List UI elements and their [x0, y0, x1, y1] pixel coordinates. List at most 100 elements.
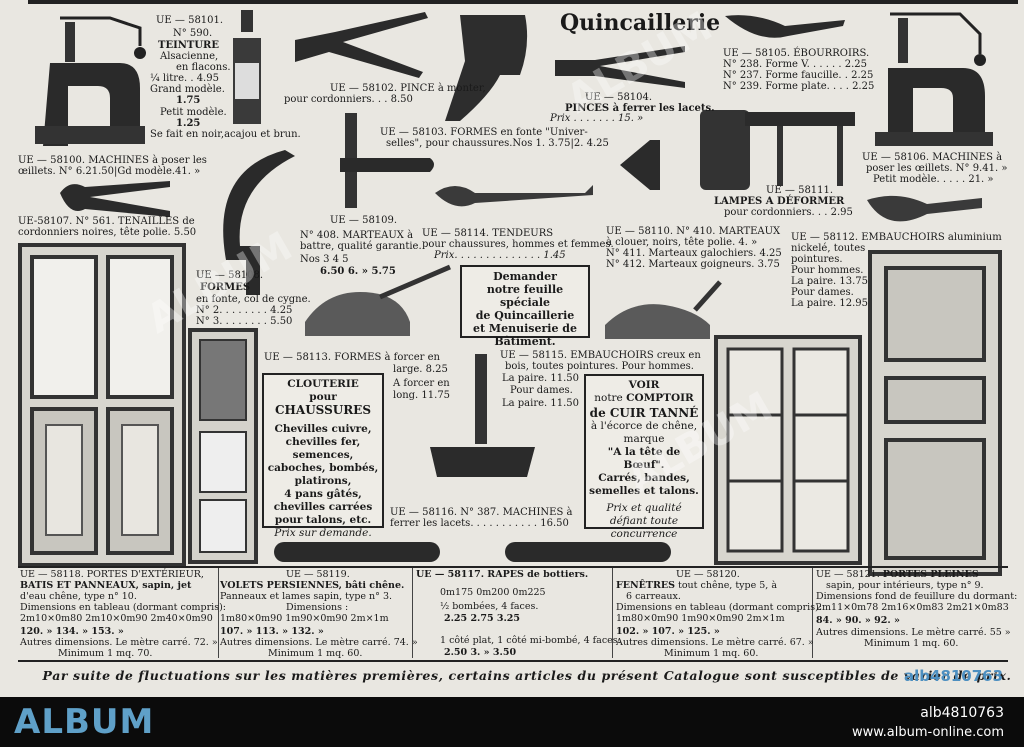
shoe-last-form-illustration — [445, 15, 528, 121]
item-58106-l3: Petit modèle. . . . . 21. » — [873, 174, 994, 185]
shutters-l5: Minimum 1 mq. 60. — [268, 648, 363, 659]
eyelet-machine-large-illustration — [875, 12, 993, 146]
rasp-illustration — [274, 542, 440, 562]
item-58116-l2: ferrer les lacets. . . . . . . . . . . 1… — [390, 518, 569, 529]
item-58101-desc: Alsacienne, — [160, 51, 219, 62]
rasps-l1: ½ bombées, 4 faces. — [440, 601, 539, 612]
solid-doors-table: UE — 58121. PORTES PLEINES sapin, pour i… — [816, 569, 1017, 659]
windows-l5: Minimum 1 mq. 60. — [664, 648, 759, 659]
shutters-ref: UE — 58119. — [286, 569, 350, 580]
agency-site: www.album-online.com — [851, 725, 1004, 740]
solid-l4: Autres dimensions. Le mètre carré. 55 » — [816, 627, 1011, 638]
shutters-l1: VOLETS PERSIENNES, bâti chêne. — [220, 580, 405, 591]
doors-l2: BATIS ET PANNEAUX, sapin, jet — [20, 580, 192, 591]
item-58115-l1: UE — 58115. EMBAUCHOIRS creux en — [500, 350, 701, 361]
windows-table: UE — 58120. FENÊTRES tout chêne, type 5,… — [616, 569, 822, 659]
item-58110-l2: à clouer, noirs, tête polie. 4. » — [606, 237, 758, 248]
shoe-stretcher-illustration — [435, 185, 593, 207]
footer-note: Par suite de fluctuations sur les matièr… — [42, 668, 1012, 683]
solid-prices: 84. » 90. » 92. » — [816, 615, 900, 626]
item-58101-petit: Petit modèle. — [160, 107, 227, 118]
top-rule — [28, 0, 1018, 4]
windows-name: FENÊTRES — [616, 580, 675, 591]
nails-box-l8: pour talons, etc. — [274, 514, 372, 526]
item-58112-l4: Pour hommes. — [791, 265, 864, 276]
shutters-l4: Autres dimensions. Le mètre carré. 74. » — [220, 637, 418, 648]
windows-ref: UE — 58120. — [676, 569, 740, 580]
divider-1 — [218, 568, 219, 658]
nails-box-title1: CLOUTERIE — [287, 378, 359, 390]
item-58114-l1: UE — 58114. TENDEURS — [422, 228, 554, 239]
leather-box-l8: semelles et talons. — [589, 485, 699, 497]
divider-3 — [612, 568, 613, 658]
item-58101-name: TEINTURE — [158, 40, 219, 51]
rasps-table: UE — 58117. RAPES de bottiers. 0m175 0m2… — [416, 569, 621, 659]
item-58112-l2: nickelé, toutes — [791, 243, 866, 254]
item-58108-l2: N° 2. . . . . . . . 4.25 — [196, 305, 293, 316]
solid-name: PORTES PLEINES — [882, 569, 979, 580]
exterior-door-illustration — [18, 243, 186, 567]
item-58113-l2: large. 8.25 — [393, 364, 448, 375]
item-58107-l2: cordonniers noires, tête polie. 5.50 — [18, 227, 197, 238]
shutters-table: UE — 58119. VOLETS PERSIENNES, bâti chên… — [220, 569, 418, 659]
windows-prices: 102. » 107. » 125. » — [616, 626, 720, 637]
item-58108-l1: en fonte, col de cygne. — [196, 294, 311, 305]
doors-l4: Dimensions en tableau (dormant compris): — [20, 602, 227, 613]
rasps-l2: 1 côté plat, 1 côté mi-bombé, 4 faces. — [440, 635, 621, 646]
leather-box-l1: VOIR — [628, 379, 660, 391]
item-58101-grand: Grand modèle. — [150, 84, 225, 95]
special-sheet-l5: Bâtiment. — [494, 335, 556, 348]
leather-box-l7: Carrés, bandes, — [598, 472, 690, 484]
dye-bottle-illustration — [233, 10, 261, 124]
lacing-machine-illustration — [430, 354, 535, 477]
item-58115-l4: Pour dames. — [510, 385, 573, 396]
leather-box-l4: à l'écorce de chêne, — [590, 420, 698, 432]
trimmer-knife-illustration — [725, 15, 845, 38]
nails-box-l2: chevilles fer, — [285, 436, 361, 448]
agency-logo: ALBUM — [14, 702, 155, 742]
footer-rule — [18, 660, 1008, 662]
shutter-illustration — [188, 328, 258, 564]
item-58113-l1: UE — 58113. FORMES à forcer en — [264, 352, 440, 363]
doors-dims: 2m10×0m80 2m10×0m90 2m40×0m90 — [20, 613, 213, 624]
leather-counter-box: VOIR notre COMPTOIR de CUIR TANNÉ à l'éc… — [584, 374, 704, 540]
leather-box-l2: notre COMPTOIR — [588, 392, 700, 405]
item-58101-grand-price: 1.75 — [176, 95, 201, 106]
divider-2 — [412, 568, 413, 658]
lasting-hammer-illustration — [530, 140, 660, 190]
lacing-pliers-illustration — [555, 46, 685, 88]
shoe-form-stretcher-illustration — [305, 264, 451, 336]
item-58106-l2: poser les œillets. N° 9.41. » — [866, 163, 1008, 174]
item-58110-l3: N° 411. Marteaux galochiers. 4.25 — [606, 248, 782, 259]
shoe-tree-illustration — [867, 195, 982, 222]
item-58114-price: Prix. . . . . . . . . . . . . . 1.45 — [434, 250, 566, 261]
item-58103-l1: UE — 58103. FORMES en fonte "Univer- — [380, 127, 588, 138]
exterior-doors-table: UE — 58118. PORTES D'EXTÉRIEUR, BATIS ET… — [20, 569, 226, 659]
item-58110-l4: N° 412. Marteaux goigneurs. 3.75 — [606, 259, 780, 270]
leather-box-l2b: COMPTOIR — [626, 392, 694, 404]
leather-box-l5: marque — [623, 433, 665, 445]
item-58115-l5: La paire. 11.50 — [502, 398, 580, 409]
leather-box-l2a: notre — [594, 392, 623, 404]
special-sheet-l2: notre feuille spéciale — [486, 283, 564, 309]
item-58102-text: UE — 58102. PINCE à monter, — [330, 83, 486, 94]
item-58101-desc2: en flacons. — [176, 62, 231, 73]
shutters-prices: 107. » 113. » 132. » — [220, 626, 324, 637]
item-58109-ref: UE — 58109. — [330, 215, 398, 226]
item-58109-sizes: Nos 3 4 5 — [300, 254, 349, 265]
item-58105-l1: N° 238. Forme V. . . . . . 2.25 — [723, 59, 868, 70]
image-ref: alb4810763 — [920, 705, 1004, 721]
leather-box-l3: de CUIR TANNÉ — [589, 406, 699, 420]
shoe-tree-stretcher-illustration — [605, 280, 722, 339]
item-58113-l3: A forcer en — [393, 378, 450, 389]
nails-box-l4: caboches, bombés, — [267, 462, 379, 474]
item-58112-l6: Pour dames. — [791, 287, 854, 298]
leather-box-l10: défiant toute concurrence — [609, 515, 679, 540]
item-58111-price: pour cordonniers. . . 2.95 — [724, 207, 853, 218]
catalogue-page: Quincaillerie — [0, 0, 1024, 697]
solid-l2: sapin, pour intérieurs, type n° 9. — [826, 580, 984, 591]
item-58112-l3: pointures. — [791, 254, 843, 265]
item-58103-l2: selles", pour chaussures.Nos 1. 3.75|2. … — [386, 138, 609, 149]
item-58101-petit-price: 1.25 — [176, 118, 201, 129]
rasps-sizes: 0m175 0m200 0m225 — [440, 587, 546, 598]
